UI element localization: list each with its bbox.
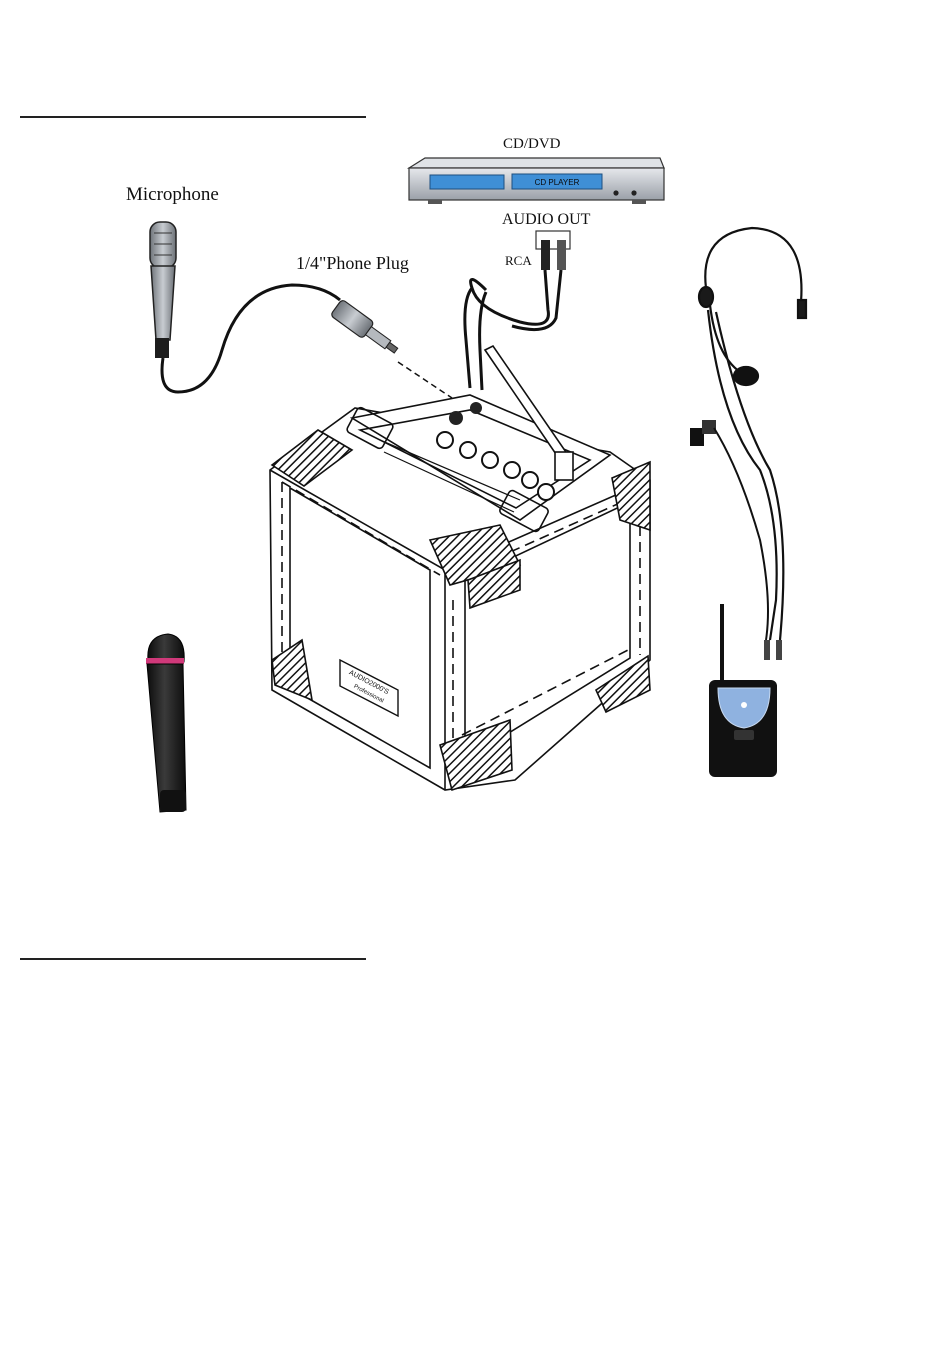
lavalier-microphone xyxy=(690,420,782,660)
microphone-label: Microphone xyxy=(126,184,219,206)
wireless-handheld-microphone xyxy=(146,634,186,812)
audio-out-label: AUDIO OUT xyxy=(502,211,590,229)
phone-plug-label: 1/4"Phone Plug xyxy=(296,253,409,274)
phone-plug xyxy=(330,299,452,398)
corded-microphone xyxy=(150,222,340,392)
speaker-cabinet xyxy=(270,395,650,790)
cd-dvd-label: CD/DVD xyxy=(503,136,561,153)
cd-dvd-player: CD PLAYER xyxy=(409,158,664,204)
cd-player-display-text: CD PLAYER xyxy=(535,178,580,187)
rca-label: RCA xyxy=(505,253,532,269)
